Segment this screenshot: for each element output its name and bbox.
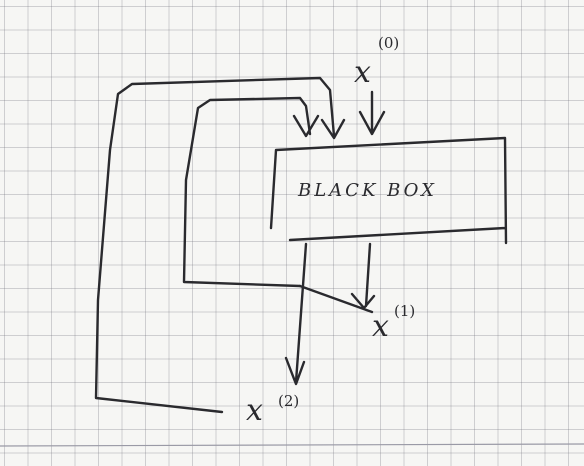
black-box-label: BLACK BOX — [297, 180, 437, 201]
output-arrow-x1 — [298, 242, 376, 314]
input-x0-var: x — [354, 55, 371, 90]
output-x1-var: x — [372, 309, 389, 344]
paper-edge-line — [0, 443, 584, 447]
input-arrow-x0 — [358, 90, 386, 136]
output-x2-var: x — [246, 393, 263, 428]
output-arrow-x2 — [284, 242, 308, 386]
black-box-outline — [269, 136, 508, 245]
feedback-loop-x1 — [182, 96, 312, 288]
input-arrow-1 — [292, 114, 320, 138]
feedback-loop-x2 — [94, 76, 336, 414]
output-x1-superscript: (1) — [394, 302, 415, 320]
output-x2-superscript: (2) — [278, 392, 299, 410]
input-arrow-2 — [320, 118, 346, 140]
input-x0-superscript: (0) — [378, 34, 399, 52]
